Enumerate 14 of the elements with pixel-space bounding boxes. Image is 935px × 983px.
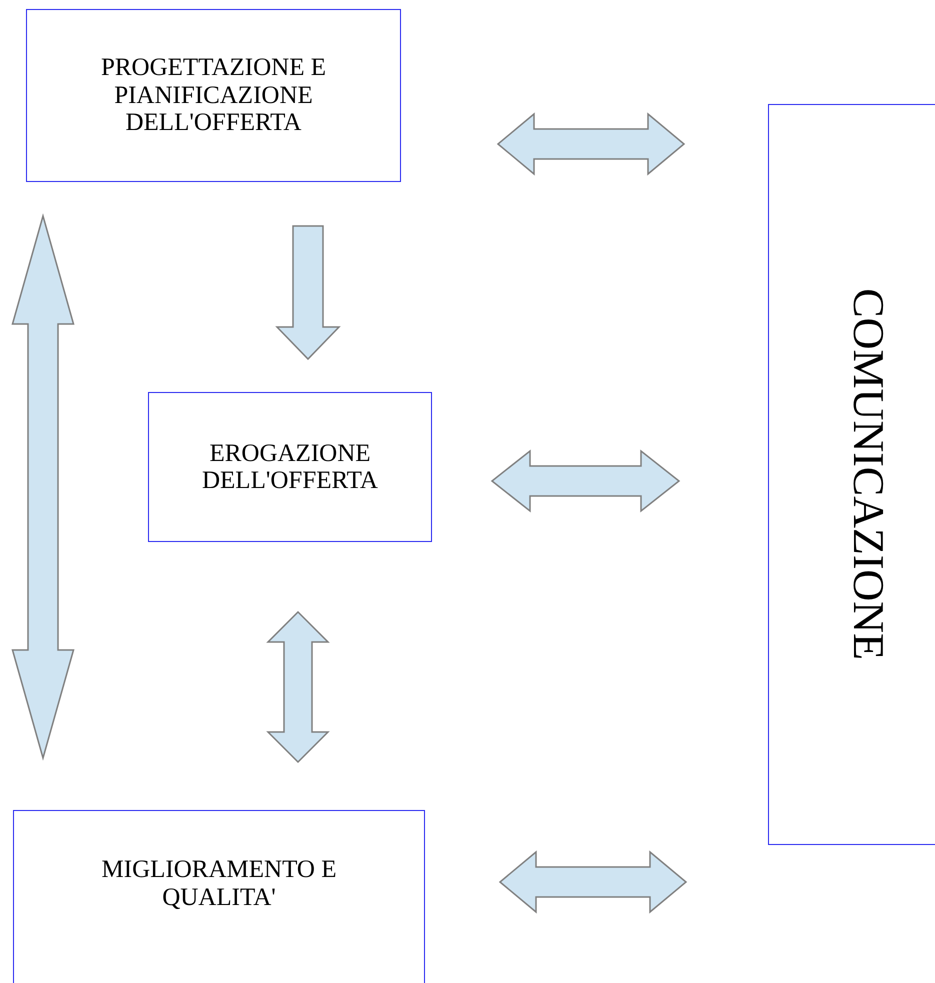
box-label: EROGAZIONE DELL'OFFERTA: [200, 440, 379, 494]
block-arrow: [275, 225, 341, 360]
box-label: COMUNICAZIONE: [844, 288, 892, 660]
block-arrow: [498, 850, 688, 914]
block-arrow: [266, 610, 330, 764]
process-box: [13, 810, 425, 983]
process-box: [26, 9, 401, 182]
process-box: [148, 392, 432, 542]
box-label: MIGLIORAMENTO E QUALITA': [100, 856, 338, 911]
block-arrow: [496, 112, 686, 176]
box-label: PROGETTAZIONE E PIANIFICAZIONE DELL'OFFERTA: [100, 54, 328, 137]
block-arrow: [490, 449, 680, 513]
process-box: [768, 104, 935, 845]
block-arrow: [12, 213, 74, 761]
